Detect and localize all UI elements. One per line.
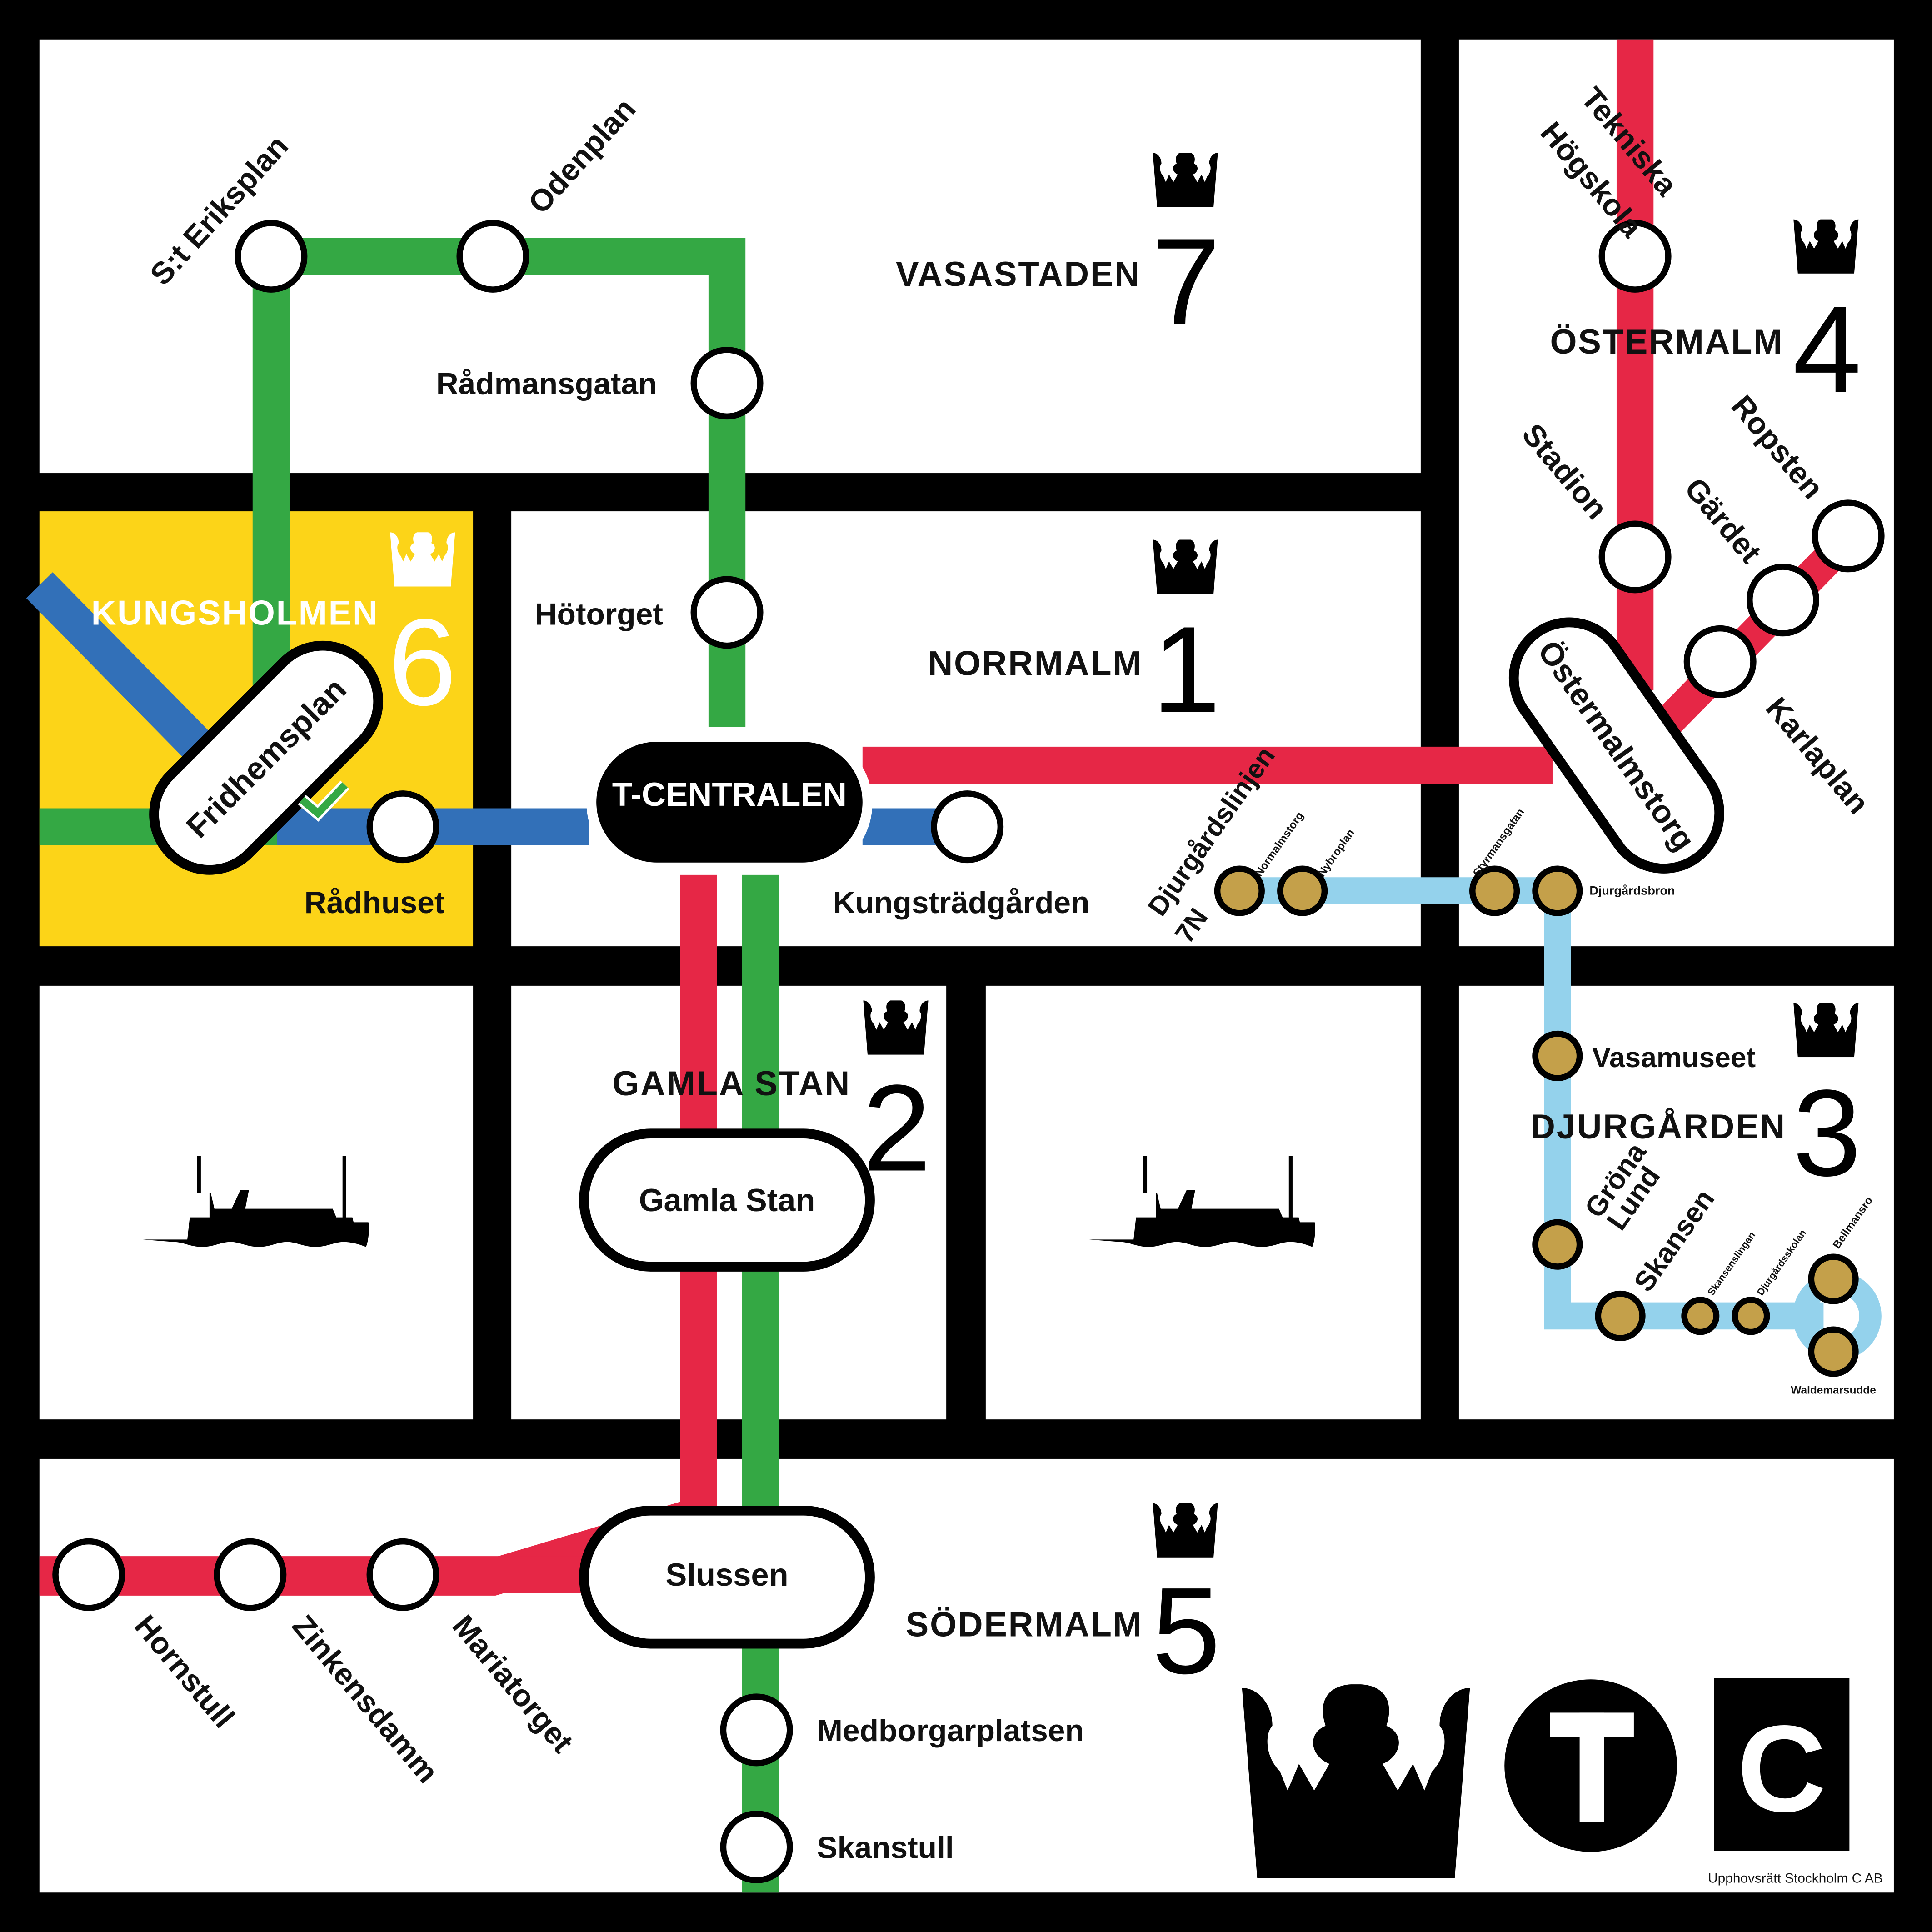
t-logo: T xyxy=(1504,1679,1677,1852)
district-name: ÖSTERMALM xyxy=(1550,323,1784,361)
ferry-icon xyxy=(1089,1156,1315,1247)
tram-stop-waldemarsudde[interactable]: Waldemarsudde xyxy=(1791,1326,1876,1396)
district-kungsholmen: KUNGSHOLMEN 6 xyxy=(91,532,457,731)
district-name: DJURGÅRDEN xyxy=(1530,1108,1786,1146)
station-medborgarplatsen[interactable]: Medborgarplatsen xyxy=(720,1693,1084,1767)
svg-text:Hötorget: Hötorget xyxy=(535,598,663,632)
block-water-west xyxy=(39,985,474,1420)
interchange-tcentralen[interactable]: T-CENTRALEN xyxy=(586,732,873,875)
c-logo: C xyxy=(1714,1678,1850,1851)
svg-text:Skanstull: Skanstull xyxy=(817,1831,954,1865)
district-number: 1 xyxy=(1152,601,1221,739)
district-sodermalm: SÖDERMALM 5 xyxy=(906,1503,1221,1700)
district-name: VASASTADEN xyxy=(896,255,1141,294)
svg-text:Kungsträdgården: Kungsträdgården xyxy=(833,886,1090,920)
district-number: 4 xyxy=(1793,281,1862,418)
district-gamla-stan: GAMLA STAN 2 xyxy=(612,1000,931,1197)
district-name: KUNGSHOLMEN xyxy=(91,594,379,633)
district-number: 6 xyxy=(388,594,457,731)
district-norrmalm: NORRMALM 1 xyxy=(928,539,1221,739)
svg-text:Vasamuseet: Vasamuseet xyxy=(1592,1042,1756,1073)
district-vasastaden: VASASTADEN 7 xyxy=(896,153,1221,350)
svg-text:Medborgarplatsen: Medborgarplatsen xyxy=(817,1714,1083,1748)
svg-text:Rådmansgatan: Rådmansgatan xyxy=(436,367,657,401)
interchange-slussen[interactable]: Slussen xyxy=(579,1505,875,1649)
svg-text:T-CENTRALEN: T-CENTRALEN xyxy=(612,776,847,813)
svg-text:Gamla Stan: Gamla Stan xyxy=(639,1182,815,1218)
svg-text:Djurgårdsbron: Djurgårdsbron xyxy=(1589,883,1675,897)
red-line-karlaplan xyxy=(1652,527,1860,739)
copyright: Upphovsrätt Stockholm C AB xyxy=(1708,1871,1882,1886)
blue-line xyxy=(26,572,217,765)
station-hotorget[interactable]: Hötorget xyxy=(535,576,764,649)
svg-text:Slussen: Slussen xyxy=(665,1557,788,1593)
district-number: 3 xyxy=(1793,1064,1862,1202)
district-ostermalm: ÖSTERMALM 4 xyxy=(1550,219,1862,418)
district-name: NORRMALM xyxy=(928,644,1143,683)
tram-stop-djurgardsbron[interactable]: Djurgårdsbron xyxy=(1532,865,1675,916)
district-djurgarden: DJURGÅRDEN 3 xyxy=(1530,1003,1862,1202)
station-radmansgatan[interactable]: Rådmansgatan xyxy=(436,347,764,420)
district-name: SÖDERMALM xyxy=(906,1605,1143,1644)
tram-stop-vasamuseet[interactable]: Vasamuseet xyxy=(1532,1030,1756,1081)
station-kungstradgarden[interactable]: Kungsträdgården xyxy=(833,790,1090,920)
interchange-fridhemsplan[interactable]: Fridhemsplan xyxy=(131,623,401,893)
district-name: GAMLA STAN xyxy=(612,1064,851,1103)
district-number: 5 xyxy=(1152,1563,1221,1700)
svg-text:Waldemarsudde: Waldemarsudde xyxy=(1791,1384,1876,1396)
svg-text:C: C xyxy=(1737,1700,1826,1837)
interchange-gamla-stan[interactable]: Gamla Stan xyxy=(579,1128,875,1272)
district-number: 2 xyxy=(863,1060,931,1197)
station-skanstull[interactable]: Skanstull xyxy=(720,1810,954,1883)
ferry-icon xyxy=(143,1156,369,1247)
block-water-east xyxy=(985,985,1421,1420)
district-number: 7 xyxy=(1152,213,1221,350)
station-radhuset[interactable]: Rådhuset xyxy=(305,790,445,920)
svg-text:Rådhuset: Rådhuset xyxy=(305,886,445,920)
